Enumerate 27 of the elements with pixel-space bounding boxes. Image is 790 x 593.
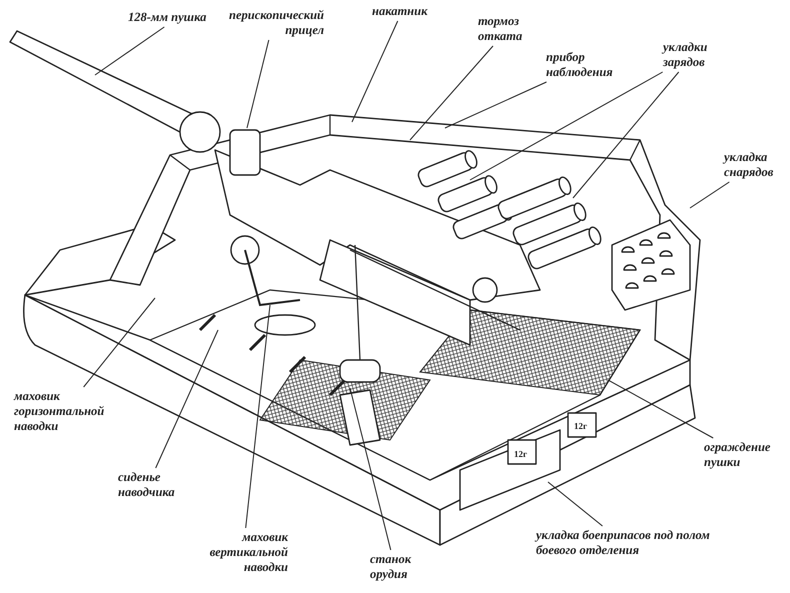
leader-line [608,380,714,438]
leader-line [352,20,398,122]
leader-line [470,72,664,180]
callout-label: прибор наблюдения [546,50,622,80]
leader-line [350,388,392,550]
callout-label: укладка снарядов [724,150,786,180]
leader-line [572,72,680,198]
leader-line [83,298,156,388]
leader-line [245,304,270,528]
leader-line [246,40,270,128]
callout-label: сиденье наводчика [118,470,178,500]
callout-label: ограждение пушки [704,440,784,470]
leader-line [155,330,218,468]
callout-label: тормоз отката [478,14,538,44]
leader-line [410,46,494,140]
callout-label: укладки зарядов [663,40,723,70]
ammo-box-marking: 12г [514,449,528,459]
callout-label: станок орудия [370,552,420,582]
leader-line [94,26,165,76]
callout-label: маховик вертикальной наводки [198,530,288,575]
leader-line [690,182,730,208]
ammo-box-marking: 12г [574,421,588,431]
leader-line [444,82,547,128]
leader-line [548,482,603,526]
callout-label: маховик горизонтальной наводки [14,389,114,434]
callout-label: укладка боеприпасов под полом боевого отделения [536,528,711,558]
callout-label: накатник [372,4,432,19]
